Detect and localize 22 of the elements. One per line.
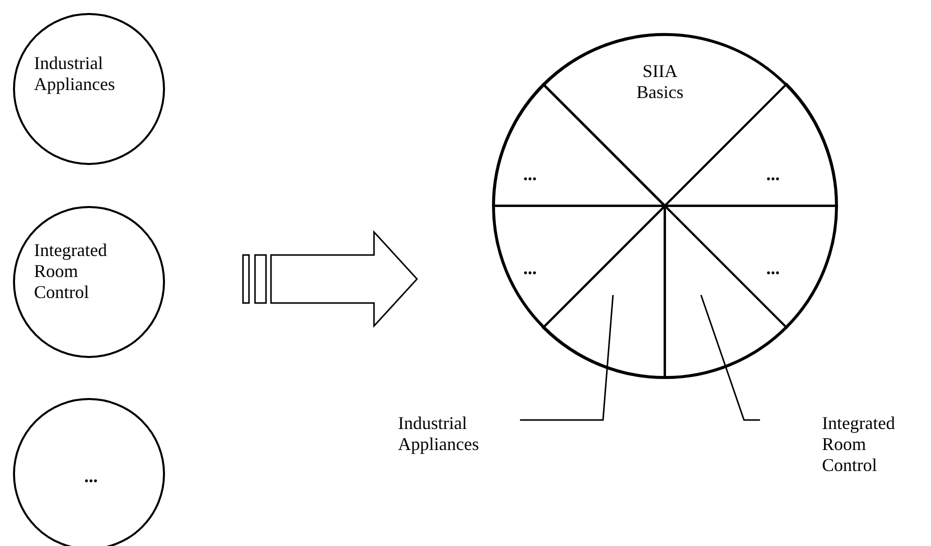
leader-line [520,294,614,421]
sector-label: ... [522,258,538,279]
sector-label: ... [765,164,781,185]
sector-label: SIIA Basics [635,61,684,103]
sector-label: ... [522,164,538,185]
circle [13,13,165,165]
sector [665,206,837,328]
sector [493,206,665,328]
sector-circle [493,34,837,378]
leader-line [700,294,760,421]
sector [665,206,787,378]
leader-label: Integrated Room Control [822,413,896,476]
circle-label: Integrated Room Control [34,240,108,303]
sector [543,34,787,206]
circle-label: Industrial Appliances [34,53,116,95]
sector-label: ... [765,258,781,279]
leader-label: Industrial Appliances [398,413,480,455]
circle [13,398,165,546]
circle [13,206,165,358]
sector [543,206,665,378]
block-arrow [242,230,418,328]
circle-label: ... [83,466,99,487]
